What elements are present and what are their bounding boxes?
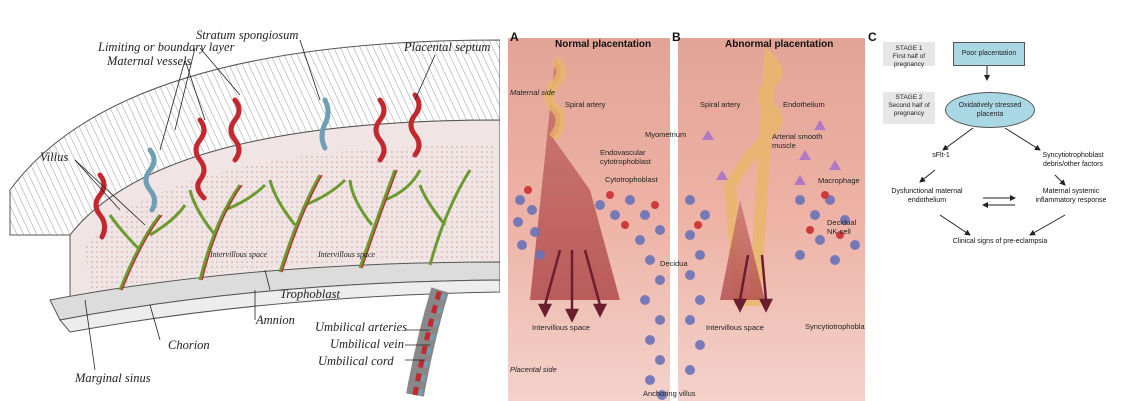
panel-a-letter: A <box>510 30 519 44</box>
label-trophoblast: Trophoblast <box>280 287 340 302</box>
label-anchoring-villus: Anchoring villus <box>643 389 696 398</box>
label-decidua: Decidua <box>660 259 688 268</box>
panel-b-letter: B <box>672 30 681 44</box>
panel-c-letter: C <box>868 30 877 44</box>
label-umbilical-vein: Umbilical vein <box>330 337 404 352</box>
label-marginal-sinus: Marginal sinus <box>75 371 151 386</box>
label-decidual-nk: Decidual NK cell <box>827 218 863 236</box>
stressed-placenta-ellipse: Oxidatively stressed placenta <box>945 92 1035 128</box>
label-intervillous-space-1: Intervillous space <box>210 250 267 259</box>
placentation-comparison-figure: A B Normal placentation Abnormal placent… <box>500 0 865 401</box>
label-umbilical-cord: Umbilical cord <box>318 354 394 369</box>
placentation-drawing <box>500 0 865 401</box>
label-cytotrophoblast: Cytotrophoblast <box>605 175 658 184</box>
placenta-section-drawing <box>0 0 500 401</box>
label-syncytiotrophoblast: Syncytiotrophoblast <box>805 322 865 331</box>
label-villus: Villus <box>40 150 68 165</box>
label-endovascular: Endovascular cytotrophoblast <box>600 148 672 166</box>
label-intervillous-space-2: Intervillous space <box>318 250 375 259</box>
dysfunctional-endothelium-label: Dysfunctional maternal endothelium <box>877 188 977 206</box>
label-myometrium: Myometrium <box>645 130 686 139</box>
label-placental-septum: Placental septum <box>404 40 490 55</box>
inflammatory-response-label: Maternal systemic inflammatory response <box>1020 188 1122 206</box>
panel-separator <box>670 38 678 401</box>
syncytio-debris-label: Syncytiotrophoblast debris/other factors <box>1025 152 1121 170</box>
title-abnormal: Abnormal placentation <box>725 39 833 50</box>
sflt1-label: sFlt-1 <box>923 152 959 161</box>
clinical-signs-label: Clinical signs of pre-eclampsia <box>925 238 1075 247</box>
stage2-box: STAGE 2 Second half of pregnancy <box>883 92 935 124</box>
placenta-section-figure: Stratum spongiosum Limiting or boundary … <box>0 0 500 401</box>
label-endothelium: Endothelium <box>783 100 825 109</box>
pre-eclampsia-flowchart: C STAGE 1 First half of pregnancy STAGE … <box>865 0 1123 401</box>
label-umbilical-arteries: Umbilical arteries <box>315 320 407 335</box>
umbilical-cord <box>415 290 445 395</box>
label-chorion: Chorion <box>168 338 210 353</box>
label-spiral-artery-b: Spiral artery <box>700 100 740 109</box>
label-arterial-smooth-muscle: Arterial smooth muscle <box>772 132 832 150</box>
poor-placentation-box: Poor placentation <box>953 42 1025 66</box>
label-maternal-side: Maternal side <box>510 88 555 97</box>
label-amnion: Amnion <box>256 313 295 328</box>
stage1-box: STAGE 1 First half of pregnancy <box>883 42 935 66</box>
label-intervillous-b: Intervillous space <box>706 323 764 332</box>
label-spiral-artery-a: Spiral artery <box>565 100 605 109</box>
label-limiting-layer: Limiting or boundary layer <box>98 40 234 55</box>
label-maternal-vessels: Maternal vessels <box>107 54 191 69</box>
label-placental-side: Placental side <box>510 365 557 374</box>
title-normal: Normal placentation <box>555 39 651 50</box>
label-intervillous-a: Intervillous space <box>532 323 590 332</box>
label-macrophage: Macrophage <box>818 176 860 185</box>
